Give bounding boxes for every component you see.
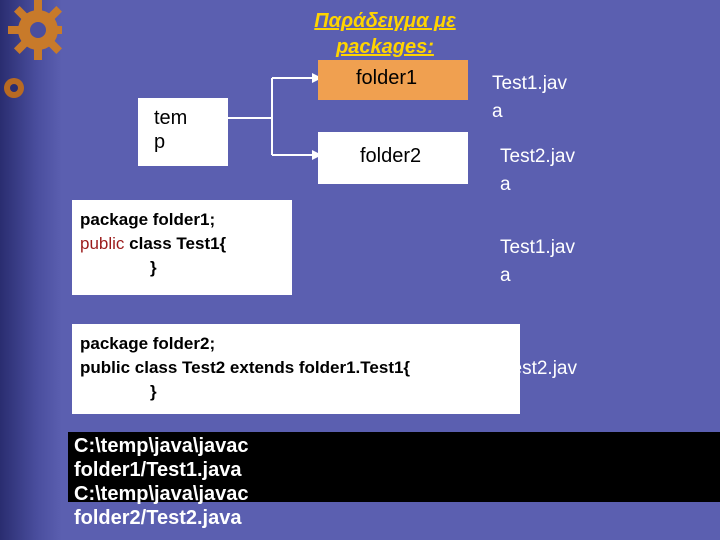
file-name: Test2.jav: [500, 143, 575, 171]
command-line: folder2/Test2.java: [74, 506, 714, 530]
command-block-2: C:\temp\java\javac folder2/Test2.java: [68, 482, 720, 540]
code-text: class Test1{: [124, 234, 226, 253]
code-line: package folder1;: [80, 208, 292, 232]
command-line: folder1/Test1.java: [74, 458, 714, 482]
file-test1-code: Test1.jav a: [500, 234, 575, 290]
code-line: }: [80, 256, 292, 280]
file-name: a: [492, 98, 567, 126]
folder2-label: folder2: [360, 145, 421, 167]
code-line: public class Test2 extends folder1.Test1…: [80, 356, 520, 380]
file-name: a: [500, 171, 575, 199]
file-name: Test1.jav: [500, 234, 575, 262]
root-folder-label: tem: [154, 106, 228, 130]
file-name: Test1.jav: [492, 70, 567, 98]
command-line: C:\temp\java\javac: [74, 482, 714, 506]
code-keyword: public: [80, 234, 124, 253]
folder2-box: folder2: [318, 132, 468, 184]
root-folder-box: tem p: [138, 98, 228, 166]
folder1-label: folder1: [356, 67, 417, 89]
code-block-test1: package folder1; public class Test1{ }: [72, 200, 292, 295]
file-name: Test2.jav: [502, 355, 577, 383]
root-folder-label: p: [154, 130, 228, 154]
file-test2-code: Test2.jav a: [502, 355, 577, 411]
file-test2: Test2.jav a: [500, 143, 575, 199]
file-name: a: [502, 383, 577, 411]
code-block-test2: package folder2; public class Test2 exte…: [72, 324, 520, 414]
code-line: }: [80, 380, 520, 404]
file-test1: Test1.jav a: [492, 70, 567, 126]
folder1-box: folder1: [318, 60, 468, 100]
code-line: public class Test1{: [80, 232, 292, 256]
code-line: package folder2;: [80, 332, 520, 356]
file-name: a: [500, 262, 575, 290]
command-line: C:\temp\java\javac: [74, 434, 714, 458]
